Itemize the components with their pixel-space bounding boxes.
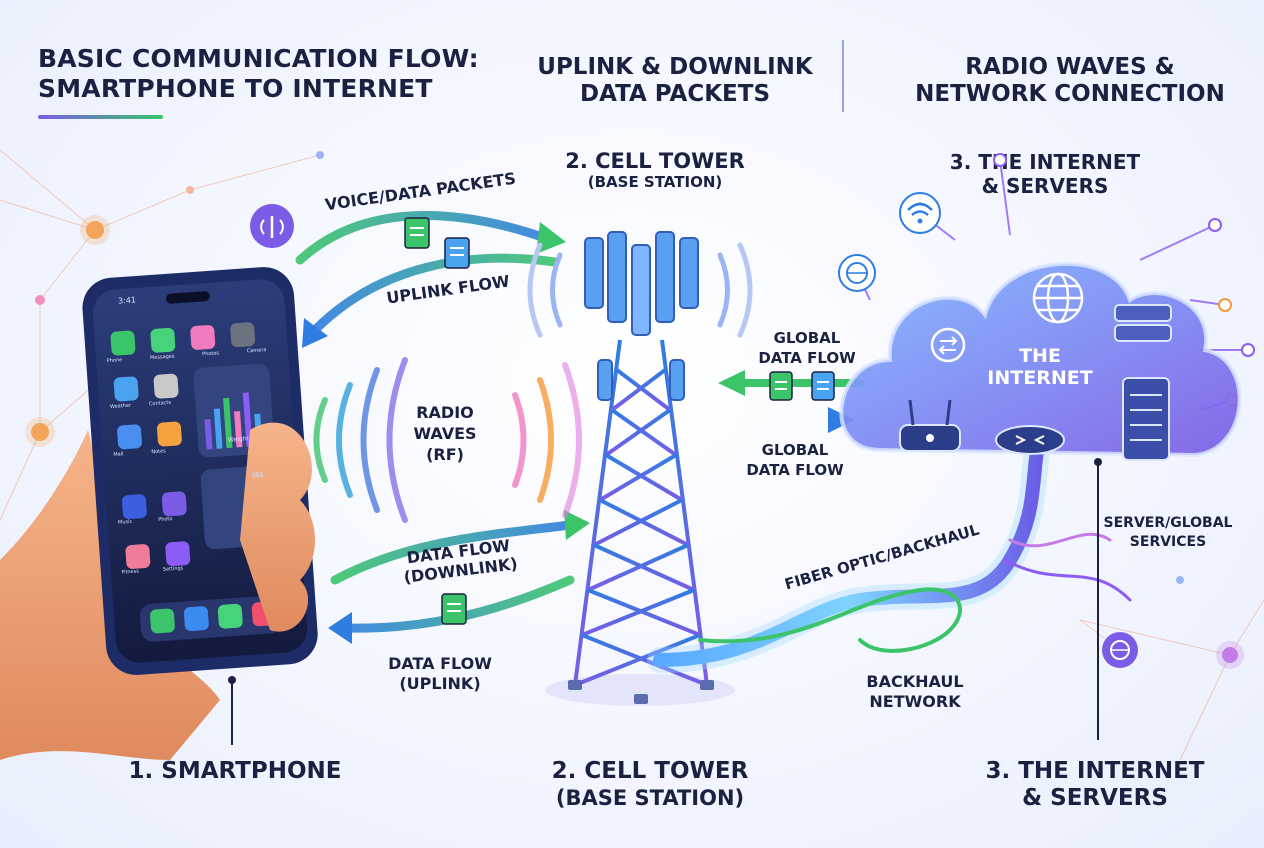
subtitle-uplink-downlink: UPLINK & DOWNLINK DATA PACKETS bbox=[530, 54, 820, 108]
tower-bottom-line-2: (BASE STATION) bbox=[555, 786, 745, 810]
title-line-1: BASIC COMMUNICATION FLOW: bbox=[38, 44, 479, 73]
subtitle-2-line-1: RADIO WAVES & bbox=[965, 54, 1175, 80]
hand-fingers bbox=[240, 422, 315, 632]
subtitle-2-line-2: NETWORK CONNECTION bbox=[915, 81, 1225, 107]
app-label-weather: Weather bbox=[109, 402, 132, 411]
app-label-messages: Messages bbox=[149, 353, 175, 362]
subtitle-1-line-2: DATA PACKETS bbox=[579, 81, 771, 107]
server-line-2: SERVICES bbox=[1129, 534, 1207, 550]
data-packet-icons bbox=[404, 217, 835, 625]
smartphone-illustration bbox=[0, 267, 318, 760]
backhaul-line-1: BACKHAUL bbox=[866, 672, 964, 691]
server-line-1: SERVER/GLOBAL bbox=[1103, 515, 1233, 531]
backhaul-network-label: BACKHAUL NETWORK bbox=[845, 672, 985, 712]
tower-label-top: 2. CELL TOWER (BASE STATION) bbox=[545, 150, 765, 192]
radio-line-2: WAVES bbox=[413, 424, 477, 443]
tower-bottom-line-1: 2. CELL TOWER bbox=[551, 758, 749, 784]
server-services-label: SERVER/GLOBAL SERVICES bbox=[1098, 514, 1238, 552]
global-flow-bottom-label: GLOBAL DATA FLOW bbox=[730, 440, 860, 480]
internet-top-line-1: 3. THE INTERNET bbox=[949, 150, 1141, 174]
radio-waves bbox=[313, 242, 753, 523]
header-divider bbox=[842, 40, 844, 112]
globe-icon bbox=[1032, 272, 1084, 324]
app-label-phone: Phone bbox=[106, 357, 123, 365]
wifi-icon bbox=[899, 192, 941, 234]
page-title: BASIC COMMUNICATION FLOW: SMARTPHONE TO … bbox=[38, 44, 479, 104]
network-hub-icon bbox=[930, 327, 966, 363]
global-top-line-2: DATA FLOW bbox=[758, 349, 856, 367]
tower-top-line-2: (BASE STATION) bbox=[587, 173, 723, 191]
app-label-mail: Mail bbox=[113, 451, 124, 458]
network-node-dots bbox=[25, 151, 1244, 669]
internet-bottom-line-2: & SERVERS bbox=[1022, 785, 1168, 811]
internet-label-top: 3. THE INTERNET & SERVERS bbox=[930, 150, 1160, 198]
router-icon bbox=[899, 399, 961, 452]
server-icon bbox=[1122, 377, 1170, 461]
cloud-line-1: THE bbox=[1019, 345, 1061, 367]
tower-label-bottom: 2. CELL TOWER (BASE STATION) bbox=[530, 758, 770, 812]
phone-time: 3:41 bbox=[117, 295, 137, 306]
cloud-line-2: INTERNET bbox=[987, 367, 1093, 389]
app-label-contacts: Contacts bbox=[148, 399, 172, 408]
smartphone-label: 1. SMARTPHONE bbox=[128, 758, 342, 784]
app-label-notes: Notes bbox=[151, 448, 167, 456]
globe-bottom-icon bbox=[1102, 632, 1138, 668]
app-label-music: Music bbox=[117, 518, 133, 526]
global-flow-arrows bbox=[716, 370, 864, 433]
subtitle-radio-network: RADIO WAVES & NETWORK CONNECTION bbox=[905, 54, 1235, 108]
app-label-camera: Camera bbox=[246, 347, 267, 355]
global-flow-top-label: GLOBAL DATA FLOW bbox=[742, 328, 872, 368]
title-line-2: SMARTPHONE TO INTERNET bbox=[38, 74, 433, 103]
global-bot-line-2: DATA FLOW bbox=[746, 461, 844, 479]
antenna-node-icon bbox=[250, 204, 294, 248]
cell-tower-illustration bbox=[545, 205, 735, 706]
uplink-line-1: DATA FLOW bbox=[388, 654, 492, 673]
internet-bottom-line-1: 3. THE INTERNET bbox=[985, 758, 1205, 784]
title-underline bbox=[38, 115, 163, 119]
backhaul-line-2: NETWORK bbox=[869, 692, 961, 711]
cloud-label: THE INTERNET bbox=[980, 345, 1100, 389]
storage-icon bbox=[1114, 304, 1172, 342]
subtitle-1-line-1: UPLINK & DOWNLINK bbox=[537, 54, 813, 80]
app-label-photos: Photos bbox=[202, 350, 220, 358]
tower-top-line-1: 2. CELL TOWER bbox=[565, 149, 745, 173]
app-label-photo: Photo bbox=[158, 515, 173, 523]
global-bot-line-1: GLOBAL bbox=[761, 441, 829, 459]
phone-notch bbox=[165, 291, 210, 304]
radio-line-1: RADIO bbox=[416, 403, 474, 422]
uplink-data-flow-label: DATA FLOW (UPLINK) bbox=[385, 654, 495, 694]
radio-line-3: (RF) bbox=[426, 445, 464, 464]
top-flow-arcs bbox=[295, 211, 566, 348]
globe-small-icon bbox=[838, 254, 876, 292]
tower-feet bbox=[568, 680, 714, 704]
fiber-optic-cable bbox=[647, 427, 1132, 673]
switch-icon bbox=[995, 425, 1065, 455]
internet-label-bottom: 3. THE INTERNET & SERVERS bbox=[960, 758, 1230, 812]
app-label-fitness: Fitness bbox=[121, 568, 140, 576]
global-top-line-1: GLOBAL bbox=[773, 329, 841, 347]
phone-app-labels: Phone Messages Photos Camera Weather Con… bbox=[106, 346, 292, 576]
uplink-line-2: (UPLINK) bbox=[399, 674, 481, 693]
radio-waves-label: RADIO WAVES (RF) bbox=[405, 402, 485, 465]
internet-cloud bbox=[839, 153, 1255, 461]
tower-antennas bbox=[584, 231, 699, 401]
